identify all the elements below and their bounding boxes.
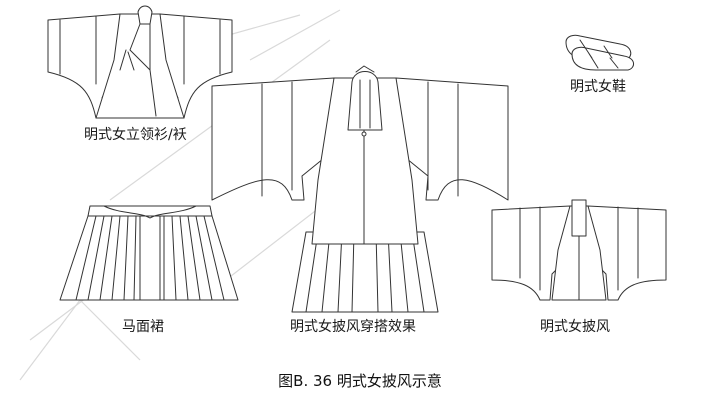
combo-drawing — [211, 65, 509, 313]
label-combo: 明式女披风穿搭效果 — [290, 319, 416, 335]
label-jacket: 明式女立领衫/袄 — [84, 127, 187, 143]
skirt-drawing — [59, 205, 239, 301]
figure-caption: 图B. 36 明式女披风示意 — [278, 372, 442, 390]
label-pifeng: 明式女披风 — [540, 319, 610, 335]
label-shoes: 明式女鞋 — [570, 79, 626, 95]
label-skirt: 马面裙 — [122, 319, 164, 335]
jacket-drawing — [47, 5, 233, 119]
pifeng-drawing — [491, 199, 667, 301]
shoes-drawing — [565, 34, 634, 71]
